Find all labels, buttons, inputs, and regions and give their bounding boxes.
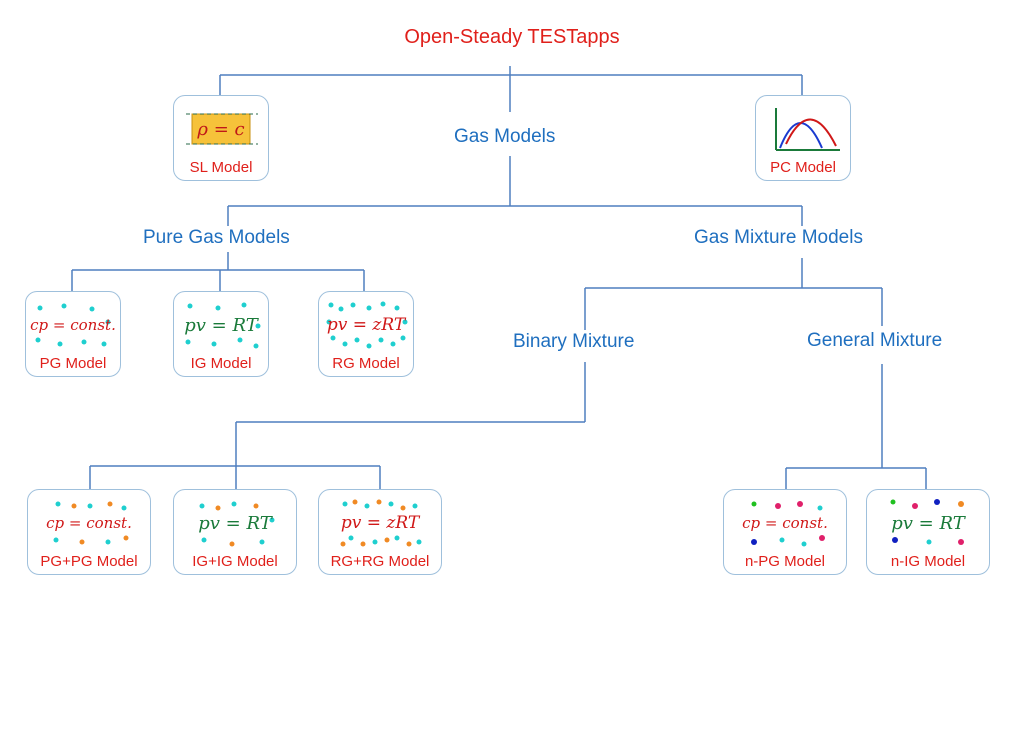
rg-rg-particles-icon: pv = zRT xyxy=(340,499,422,547)
rg-particles-icon: pv = zRT xyxy=(326,301,408,349)
heading-binary-mixture: Binary Mixture xyxy=(511,331,637,353)
heading-pure-gas-models: Pure Gas Models xyxy=(141,227,292,249)
heading-gas-mixture-models: Gas Mixture Models xyxy=(692,227,865,249)
pg-model-label: PG Model xyxy=(39,355,107,372)
n-pg-model-label: n-PG Model xyxy=(744,553,826,570)
pc-model-card[interactable]: PC Model xyxy=(755,95,851,181)
heading-general-mixture: General Mixture xyxy=(805,330,945,352)
ig-formula: pv = RT xyxy=(184,315,259,336)
ig-ig-formula: pv = RT xyxy=(198,513,273,534)
rg-rg-model-label: RG+RG Model xyxy=(330,553,430,570)
ig-model-label: IG Model xyxy=(190,355,252,372)
pg-pg-formula: cp = const. xyxy=(46,514,132,532)
sl-formula: ρ = c xyxy=(196,119,244,140)
n-ig-model-card[interactable]: pv = RT n-IG Model xyxy=(866,489,990,575)
n-ig-formula: pv = RT xyxy=(891,513,966,534)
pc-model-label: PC Model xyxy=(770,159,836,176)
pg-formula: cp = const. xyxy=(30,316,116,334)
ig-ig-model-label: IG+IG Model xyxy=(192,553,278,570)
incompressible-block-icon: ρ = c xyxy=(186,113,258,145)
rg-rg-model-card[interactable]: pv = zRT RG+RG Model xyxy=(318,489,442,575)
n-ig-particles-icon: pv = RT xyxy=(890,499,967,545)
ig-particles-icon: pv = RT xyxy=(184,302,261,349)
heading-gas-models: Gas Models xyxy=(452,126,558,148)
rg-formula: pv = zRT xyxy=(327,315,407,335)
n-pg-model-card[interactable]: cp = const. n-PG Model xyxy=(723,489,847,575)
sl-model-label: SL Model xyxy=(189,159,253,176)
n-pg-formula: cp = const. xyxy=(742,514,828,532)
n-ig-model-label: n-IG Model xyxy=(890,553,966,570)
ig-model-card[interactable]: pv = RT IG Model xyxy=(173,291,269,377)
sl-model-card[interactable]: ρ = c SL Model xyxy=(173,95,269,181)
pg-model-card[interactable]: cp = const. PG Model xyxy=(25,291,121,377)
rg-model-label: RG Model xyxy=(332,355,400,372)
pg-pg-particles-icon: cp = const. xyxy=(46,501,132,545)
rg-rg-formula: pv = zRT xyxy=(341,513,421,533)
pg-particles-icon: cp = const. xyxy=(30,303,116,347)
n-pg-particles-icon: cp = const. xyxy=(742,501,828,547)
rg-model-card[interactable]: pv = zRT RG Model xyxy=(318,291,414,377)
pg-pg-model-card[interactable]: cp = const. PG+PG Model xyxy=(27,489,151,575)
page-title: Open-Steady TESTapps xyxy=(404,26,620,48)
phase-curve-chart-icon xyxy=(775,108,840,151)
pg-pg-model-label: PG+PG Model xyxy=(40,553,138,570)
ig-ig-particles-icon: pv = RT xyxy=(198,501,275,547)
ig-ig-model-card[interactable]: pv = RT IG+IG Model xyxy=(173,489,297,575)
